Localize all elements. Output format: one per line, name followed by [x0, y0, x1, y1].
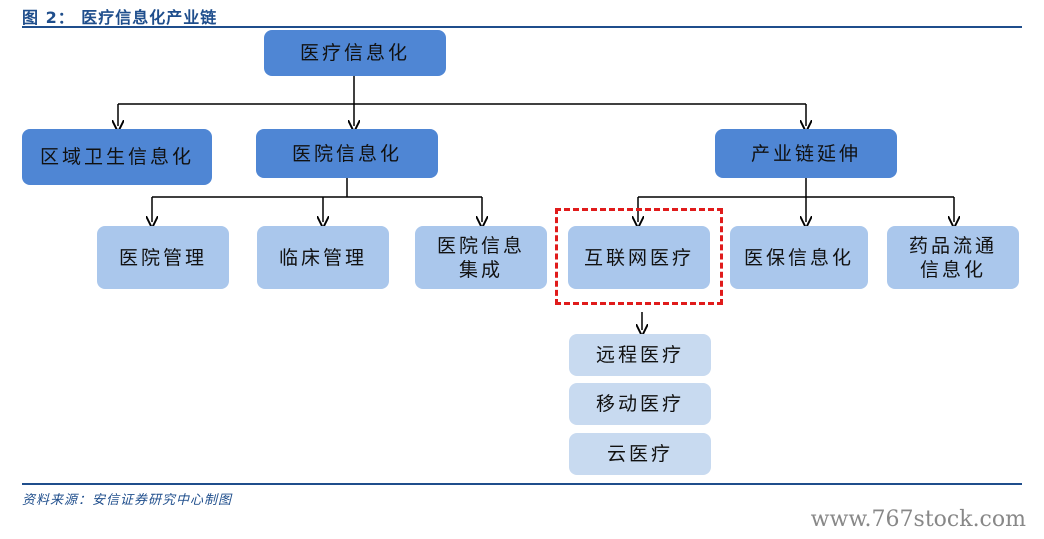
node-hospital: 医院信息化 [256, 129, 438, 178]
highlight-box [555, 208, 723, 305]
top-rule [22, 26, 1022, 28]
node-insurance-info: 医保信息化 [730, 226, 868, 289]
node-cloud-medical: 云医疗 [569, 433, 711, 475]
node-regional: 区域卫生信息化 [22, 129, 212, 185]
node-hospital-mgmt: 医院管理 [97, 226, 229, 289]
node-hospital-integration: 医院信息集成 [415, 226, 547, 289]
source-note: 资料来源：安信证券研究中心制图 [22, 493, 233, 508]
node-drug-circulation: 药品流通信息化 [887, 226, 1019, 289]
figure-title: 图 2： 医疗信息化产业链 [22, 8, 218, 27]
node-remote-medical: 远程医疗 [569, 334, 711, 376]
bottom-rule [22, 483, 1022, 485]
node-clinical-mgmt: 临床管理 [257, 226, 389, 289]
node-root: 医疗信息化 [264, 30, 446, 76]
node-extension: 产业链延伸 [715, 129, 897, 178]
node-mobile-medical: 移动医疗 [569, 383, 711, 425]
node-internet-medical: 互联网医疗 [568, 226, 710, 289]
watermark: www.767stock.com [810, 507, 1026, 532]
